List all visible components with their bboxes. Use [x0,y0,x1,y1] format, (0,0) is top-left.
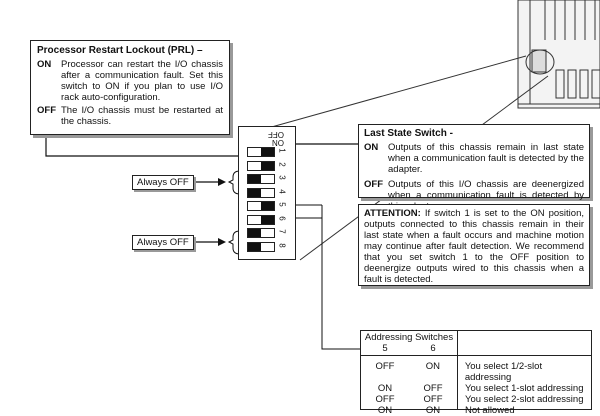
last-state-on-text: Outputs of this chassis remain in last s… [388,142,584,175]
addressing-s5: ON [377,405,393,416]
dip-slot [247,160,275,171]
dip-switch-4: 4 [247,187,293,198]
addressing-s6: OFF [423,394,443,405]
dip-number: 3 [277,175,287,180]
prl-on-text: Processor can restart the I/O chassis af… [61,59,223,103]
dip-number: 1 [277,148,287,153]
last-state-callout: Last State Switch - ON Outputs of this c… [358,124,590,212]
dip-header-off: OFF [268,130,284,139]
dip-lever [248,229,261,237]
last-state-on-key: ON [364,142,379,153]
dip-switch-2: 2 [247,160,293,171]
addressing-col5: 5 [382,343,388,354]
addressing-s5: ON [377,383,393,394]
addressing-header: Addressing Switches 5 6 [361,331,458,356]
last-state-off-key: OFF [364,179,383,190]
dip-header: ON OFF [244,130,284,147]
dip-number: 6 [277,215,287,221]
attention-text: If switch 1 is set to the ON position, o… [364,208,585,285]
dip-slot [247,228,275,238]
dip-lever [248,188,261,197]
addressing-title: Addressing Switches [364,332,454,343]
prl-off-row: OFF The I/O chassis must be restarted at… [37,105,223,127]
addressing-s6: ON [425,405,441,416]
dip-switch-3: 3 [247,174,293,184]
addressing-col6: 6 [430,343,436,354]
addressing-desc: You select 1/2-slot addressing [464,361,543,383]
dip-header-on: ON [272,138,284,147]
chassis-illustration [517,0,600,109]
dip-slot [247,214,275,225]
dip-slot [247,201,275,211]
always-off-tag-1: Always OFF [132,175,194,190]
prl-on-row: ON Processor can restart the I/O chassis… [37,59,223,103]
dip-switch-8: 8 [247,241,293,252]
dip-slot [247,174,275,184]
addressing-row: OFF ON You select 1/2-slot addressing [361,361,591,383]
prl-callout: Processor Restart Lockout (PRL) – ON Pro… [30,40,230,135]
addressing-desc: Not allowed [465,405,515,416]
always-off-tag-2: Always OFF [132,235,194,250]
attention-body: ATTENTION: If switch 1 is set to the ON … [364,208,584,285]
addressing-desc: You select 2-slot addressing [465,394,584,405]
dip-lever [261,161,274,170]
dip-lever [248,242,261,251]
last-state-on-row: ON Outputs of this chassis remain in las… [364,142,584,175]
dip-switch-6: 6 [247,214,293,225]
dip-number: 2 [277,161,287,167]
dip-number: 5 [277,202,287,207]
dip-number: 7 [277,229,287,234]
dip-slot [247,241,275,252]
dip-slot [247,147,275,157]
addressing-s6: OFF [423,383,443,394]
dip-lever [261,215,274,224]
prl-title: Processor Restart Lockout (PRL) – [37,45,203,56]
attention-callout: ATTENTION: If switch 1 is set to the ON … [358,204,590,286]
addressing-row: ON OFF You select 1-slot addressing [361,383,591,394]
dip-lever [261,202,274,210]
dip-switch-5: 5 [247,201,293,211]
dip-slot [247,187,275,198]
addressing-desc: You select 1-slot addressing [465,383,584,394]
dip-number: 4 [277,188,287,194]
dip-switch-7: 7 [247,228,293,238]
prl-off-text: The I/O chassis must be restarted at the… [61,105,223,127]
addressing-s5: OFF [375,394,395,405]
prl-off-key: OFF [37,105,56,116]
prl-on-key: ON [37,59,52,70]
dip-switch: ON OFF 1 2 3 4 5 6 7 8 [238,126,296,260]
addressing-s6: ON [425,361,440,372]
addressing-row: ON ON Not allowed [361,405,591,416]
attention-label: ATTENTION: [364,208,421,219]
dip-lever [261,148,274,156]
last-state-title: Last State Switch - [364,128,453,139]
addressing-s5: OFF [375,361,395,372]
dip-number: 8 [277,242,287,248]
dip-switch-1: 1 [247,147,293,157]
addressing-row: OFF OFF You select 2-slot addressing [361,394,591,405]
dip-lever [248,175,261,183]
